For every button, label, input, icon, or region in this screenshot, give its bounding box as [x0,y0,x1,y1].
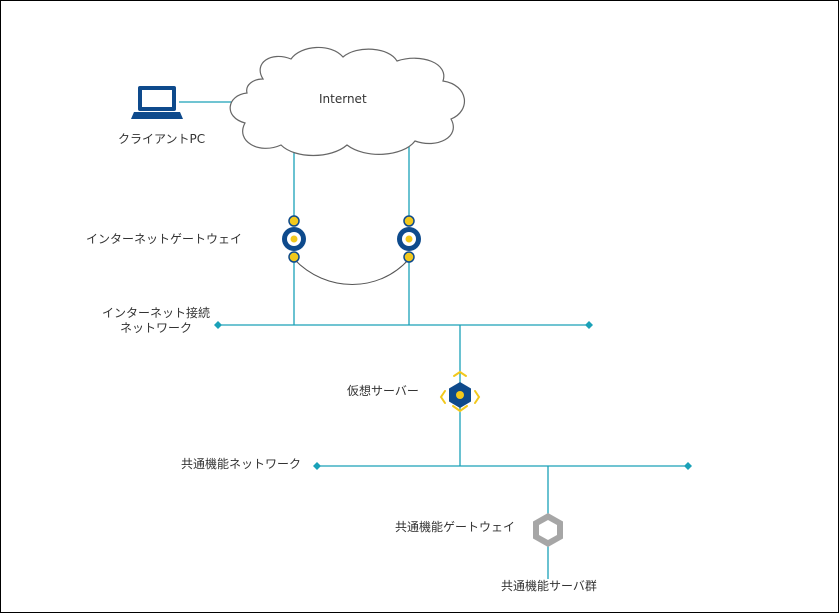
bus-endpoint-marker [684,462,692,470]
client-pc-label: クライアントPC [118,132,206,146]
laptop-icon [131,86,183,119]
common-gateway-label: 共通機能ゲートウェイ [395,520,516,534]
internet-network-label: インターネット接続 ネットワーク [101,306,211,336]
connection-lines [179,101,688,579]
gateway-interconnect-link [293,258,410,285]
cloud-icon [229,46,466,156]
bus-endpoint-marker [313,462,321,470]
internet-gateway-label: インターネットゲートウェイ [86,232,243,246]
common-servers-label: 共通機能サーバ群 [501,579,597,593]
virtual-server-icon [439,370,481,413]
gateway-icon [397,215,421,263]
gateway-icon [282,215,306,263]
bus-endpoint-marker [585,321,593,329]
internet-network-label-line1: インターネット接続 [101,306,210,320]
hexagon-gateway-icon [533,513,563,547]
common-network-label: 共通機能ネットワーク [181,457,302,471]
bus-endpoint-marker [214,321,222,329]
virtual-server-label: 仮想サーバー [347,384,419,398]
bus-endpoints [214,321,692,470]
internet-network-label-line2: ネットワーク [119,321,192,335]
internet-label: Internet [319,92,367,106]
